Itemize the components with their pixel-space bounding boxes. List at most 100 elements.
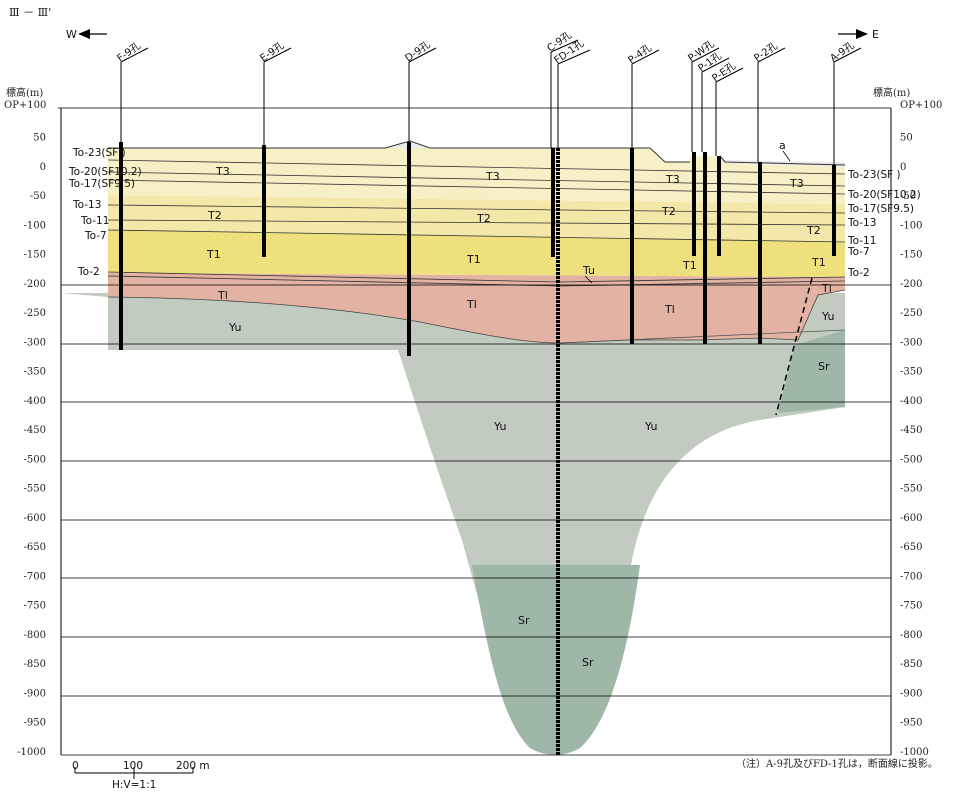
elevation-tick-right: -500 (900, 454, 922, 465)
elevation-tick-left: 50 (33, 133, 46, 144)
elevation-tick-right: -200 (900, 279, 922, 290)
scale-bar: 0 100 200 m H:V=1:1 (72, 760, 210, 791)
borehole-labels: F-9孔 E-9孔 D-9孔 C-9孔 FD-1孔 P-4孔 P-W孔 P-1孔… (115, 29, 857, 84)
elevation-tick-right: -100 (900, 220, 922, 231)
label-Yu-1: Yu (228, 321, 241, 334)
tephra-left-To-20: To-20(SF10.2) (68, 166, 142, 178)
elevation-tick-left: -800 (24, 630, 46, 641)
elevation-label-right: 標高(m) (873, 86, 910, 99)
borehole-FD-1 (556, 49, 591, 755)
label-Sr-2: Sr (518, 614, 530, 627)
elevation-tick-right: -150 (900, 250, 922, 261)
fault-line (775, 277, 813, 416)
label-Yu-2: Yu (821, 310, 834, 323)
borehole-label-F-9: F-9孔 (115, 40, 143, 65)
borehole-label-P-4: P-4孔 (626, 42, 654, 67)
label-Tl-1: Tl (217, 289, 228, 302)
tephra-right-To-13: To-13 (847, 217, 876, 229)
borehole-label-A-9: A-9孔 (828, 39, 857, 64)
label-T2-2: T2 (476, 212, 491, 225)
elevation-tick-right: 50 (900, 133, 913, 144)
unit-labels: T3 T3 T3 T3 T2 T2 T2 T2 T1 T1 T1 T1 Tu T… (206, 139, 834, 669)
unit-T1 (108, 230, 845, 277)
elevation-tick-right: -300 (900, 337, 922, 348)
borehole-P-2 (757, 47, 786, 344)
elevation-tick-left: -600 (24, 513, 46, 524)
elevation-tick-right: 0 (900, 162, 906, 173)
scale-zero: 0 (72, 760, 79, 772)
elevation-tick-left: -700 (24, 571, 46, 582)
section-title: Ⅲ － Ⅲ' (9, 6, 51, 19)
label-T3-4: T3 (789, 177, 804, 190)
label-T3-3: T3 (665, 173, 680, 186)
elevation-tick-left: -200 (24, 279, 46, 290)
tephra-right-To-2: To-2 (847, 267, 870, 279)
borehole-label-E-9: E-9孔 (258, 40, 286, 65)
elevation-tick-right: -850 (900, 659, 922, 670)
projection-note: （注）A-9孔及びFD-1孔は，断面線に投影。 (736, 757, 938, 770)
elevation-tick-right: -950 (900, 718, 922, 729)
borehole-P-4 (630, 49, 660, 344)
borehole-P-W (691, 47, 720, 256)
unit-T3 (108, 141, 845, 204)
scale-ratio: H:V=1:1 (112, 779, 156, 791)
elevation-tick-left: -400 (24, 396, 46, 407)
label-Tl-4: Tl (821, 282, 832, 295)
axis-frame (58, 107, 892, 755)
label-Tu: Tu (582, 264, 595, 277)
elevation-tick-right: -450 (900, 425, 922, 436)
tephra-left-To-13: To-13 (72, 199, 101, 211)
tephra-right-To-11: To-11 (847, 235, 876, 247)
elevation-tick-right: -900 (900, 688, 922, 699)
east-label: E (872, 28, 879, 41)
elevation-tick-right: -50 (900, 191, 916, 202)
unit-Tl (108, 273, 845, 343)
label-Sr-1: Sr (818, 360, 830, 373)
scale-hundred: 100 (123, 760, 143, 772)
elevation-tick-left: -300 (24, 337, 46, 348)
label-Yu-4: Yu (644, 420, 657, 433)
borehole-F-9 (119, 47, 149, 350)
tephra-left-To-11: To-11 (80, 215, 109, 227)
label-Sr-3: Sr (582, 656, 594, 669)
label-T1-4: T1 (811, 256, 826, 269)
tephra-left-To-17: To-17(SF9.5) (68, 178, 135, 190)
label-T1-1: T1 (206, 248, 221, 261)
label-T2-1: T2 (207, 209, 222, 222)
unit-a (385, 141, 845, 167)
reference-lines (61, 284, 891, 756)
label-a: a (779, 139, 786, 152)
elevation-tick-left: -350 (24, 367, 46, 378)
elevation-tick-left: -650 (24, 542, 46, 553)
elevation-tick-right: -400 (900, 396, 922, 407)
tephra-right-To-17: To-17(SF9.5) (847, 203, 914, 215)
west-label: W (66, 28, 77, 41)
label-T1-2: T1 (466, 253, 481, 266)
borehole-label-D-9: D-9孔 (403, 39, 433, 65)
datum-label-right: OP+100 (900, 100, 942, 111)
elevation-tick-right: -800 (900, 630, 922, 641)
elevation-tick-left: -550 (24, 484, 46, 495)
label-T3-1: T3 (215, 165, 230, 178)
tephra-right-To-23: To-23(SF ) (847, 169, 901, 181)
scale-two-hundred: 200 m (176, 760, 210, 772)
tephra-labels-right: To-23(SF ) To-20(SF10.2) To-17(SF9.5) To… (847, 169, 921, 279)
label-T3-2: T3 (485, 170, 500, 183)
elevation-tick-left: -950 (24, 718, 46, 729)
elevation-tick-left: -1000 (17, 747, 46, 758)
borehole-label-P-2: P-2孔 (752, 40, 780, 65)
elevation-tick-left: -100 (24, 220, 46, 231)
borehole-P-E (715, 67, 744, 256)
elevation-tick-right: -600 (900, 513, 922, 524)
elevation-tick-left: -850 (24, 659, 46, 670)
tephra-left-To-2: To-2 (77, 266, 100, 278)
elevation-tick-right: -550 (900, 484, 922, 495)
label-Tu-leader (584, 275, 593, 284)
elevation-tick-left: -900 (24, 688, 46, 699)
unit-Yu-body (61, 293, 845, 755)
label-T2-3: T2 (661, 205, 676, 218)
elevation-tick-left: -500 (24, 454, 46, 465)
